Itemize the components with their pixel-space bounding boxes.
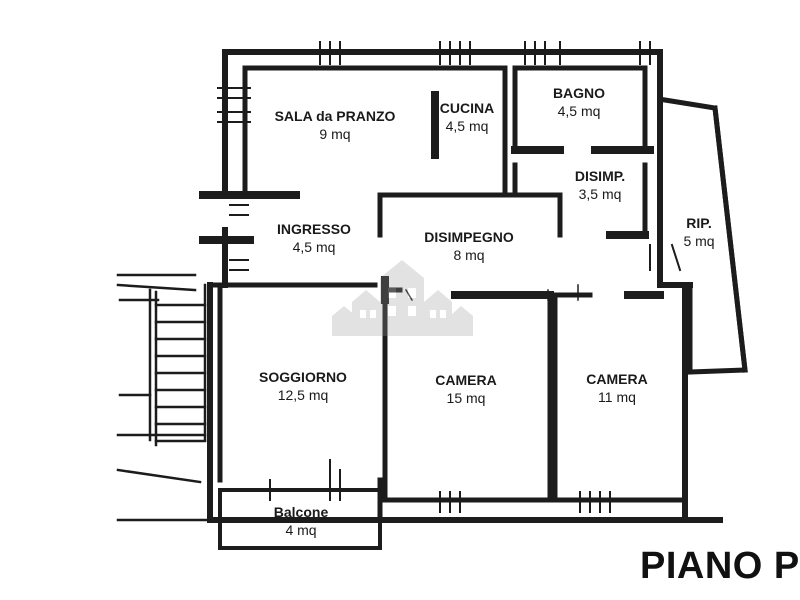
room-area: 12,5 mq bbox=[277, 386, 329, 403]
room-area: 3,5 mq bbox=[578, 185, 622, 202]
room-label-bagno: BAGNO 4,5 mq bbox=[553, 85, 605, 120]
room-label-disimpegno: DISIMPEGNO 8 mq bbox=[424, 229, 513, 264]
room-name: CUCINA bbox=[439, 100, 495, 116]
room-label-cucina: CUCINA 4,5 mq bbox=[440, 100, 494, 135]
room-name: SALA da PRANZO bbox=[274, 108, 396, 124]
room-area: 8 mq bbox=[453, 246, 485, 263]
floor-title: PIANO P bbox=[640, 545, 800, 587]
room-name: DISIMPEGNO bbox=[424, 229, 514, 245]
room-name: CAMERA bbox=[435, 372, 497, 388]
door-swings bbox=[404, 284, 579, 302]
window-marks bbox=[217, 41, 682, 513]
room-label-sala-da-pranzo: SALA da PRANZO 9 mq bbox=[275, 108, 396, 143]
room-area: 4,5 mq bbox=[292, 238, 336, 255]
room-name: RIP. bbox=[686, 215, 712, 231]
balcony-outline bbox=[218, 488, 382, 550]
room-label-camera-destra: CAMERA 11 mq bbox=[586, 371, 647, 406]
room-area: 15 mq bbox=[446, 389, 486, 406]
room-name: INGRESSO bbox=[277, 221, 351, 237]
houses-logo-icon bbox=[332, 260, 473, 336]
room-label-disimp: DISIMP. 3,5 mq bbox=[575, 168, 625, 203]
room-name: BAGNO bbox=[552, 85, 606, 101]
outer-walls bbox=[207, 49, 723, 523]
room-name: Balcone bbox=[273, 504, 329, 520]
staircase bbox=[116, 273, 212, 522]
room-label-camera-centrale: CAMERA 15 mq bbox=[435, 372, 496, 407]
room-area: 5 mq bbox=[683, 232, 715, 249]
ripostiglio-outline bbox=[662, 97, 748, 375]
room-name: CAMERA bbox=[586, 371, 648, 387]
room-label-ingresso: INGRESSO 4,5 mq bbox=[277, 221, 351, 256]
room-area: 11 mq bbox=[598, 388, 636, 405]
room-area: 4 mq bbox=[285, 521, 317, 538]
room-name: SOGGIORNO bbox=[259, 369, 347, 385]
room-label-soggiorno: SOGGIORNO 12,5 mq bbox=[259, 369, 347, 404]
room-label-ripostiglio: RIP. 5 mq bbox=[683, 215, 714, 250]
inner-walls bbox=[207, 65, 683, 523]
wall-thick-marks bbox=[199, 91, 664, 304]
room-area: 4,5 mq bbox=[557, 102, 601, 119]
room-area: 9 mq bbox=[319, 125, 351, 142]
room-area: 4,5 mq bbox=[445, 117, 489, 134]
room-label-balcone: Balcone 4 mq bbox=[274, 504, 328, 539]
room-name: DISIMP. bbox=[574, 168, 626, 184]
